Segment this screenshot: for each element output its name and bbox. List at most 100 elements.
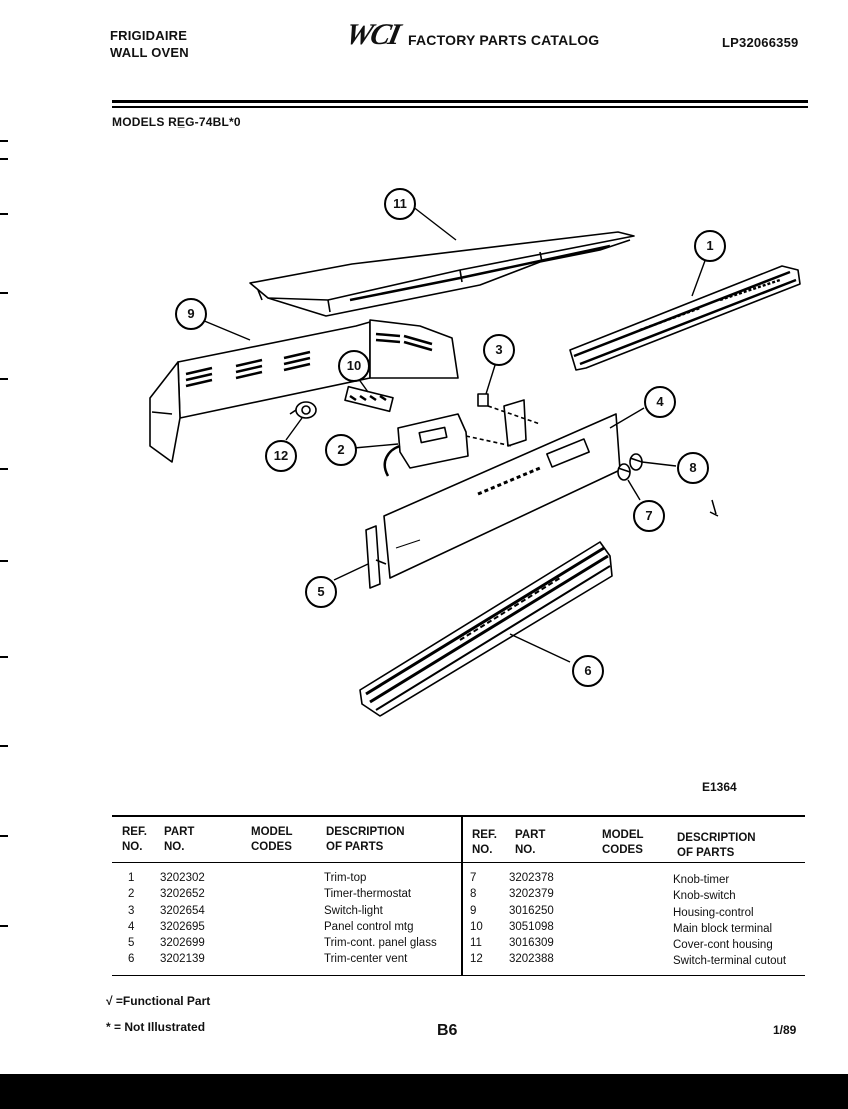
scan-mark [0, 468, 8, 470]
catalog-title: FACTORY PARTS CATALOG [408, 32, 600, 48]
table-cell: 9 [470, 904, 477, 917]
scan-mark [0, 140, 8, 142]
callout-12: 12 [265, 440, 297, 472]
scan-mark [0, 378, 8, 380]
callout-10: 10 [338, 350, 370, 382]
scan-mark [0, 745, 8, 747]
left-ref-column: 1 2 3 4 5 6 [128, 870, 134, 968]
part-3-switch-light [465, 393, 541, 447]
scan-mark [0, 560, 8, 562]
table-cell: 3202139 [160, 953, 205, 966]
table-cell: 3051098 [509, 920, 554, 933]
table-cell: 6 [128, 953, 135, 966]
table-cell: Knob-switch [673, 890, 736, 903]
part-12-switch-terminal-cutout [289, 401, 317, 419]
table-bottom-rule [112, 975, 805, 976]
table-cell: 7 [470, 872, 477, 884]
table-divider [461, 815, 463, 975]
brand-name: FRIGIDAIRE [110, 28, 188, 43]
callout-4: 4 [644, 386, 676, 418]
callout-7: 7 [633, 500, 665, 532]
scan-mark [0, 158, 8, 160]
table-cell: 3016309 [509, 937, 554, 950]
table-cell: Switch-terminal cutout [673, 955, 787, 968]
callout-6: 6 [572, 655, 604, 687]
table-header-rule [112, 862, 805, 863]
table-cell: 2 [128, 888, 135, 901]
table-cell: 3202388 [509, 953, 554, 966]
callout-5: 5 [305, 576, 337, 608]
models-label: MODELS RE̲G-74BL*0 [112, 115, 241, 129]
right-ref-column: 7 8 9 10 11 12 [470, 870, 483, 968]
table-cell: Panel control mtg [324, 920, 414, 933]
callout-1: 1 [694, 230, 726, 262]
callout-8: 8 [677, 452, 709, 484]
scan-border [0, 1074, 848, 1109]
catalog-number: LP32066359 [722, 35, 799, 50]
part-8-knob-switch [629, 453, 643, 471]
scan-mark [0, 925, 8, 927]
right-desc-column: Knob-timer Knob-switch Housing-control M… [673, 872, 786, 970]
table-cell: Main block terminal [673, 922, 773, 935]
callout-11: 11 [384, 188, 416, 220]
table-cell: Cover-cont housing [673, 939, 773, 952]
part-9-housing-control [149, 319, 459, 463]
table-cell: Trim-center vent [324, 953, 408, 966]
table-cell: 3 [128, 904, 135, 917]
exploded-parts-diagram [149, 205, 801, 717]
table-cell: 5 [128, 937, 135, 950]
table-cell: 12 [470, 953, 483, 966]
product-name: WALL OVEN [110, 45, 189, 60]
scan-mark [0, 835, 8, 837]
table-cell: Housing-control [673, 906, 754, 919]
header-ref-no: REF.NO. [472, 829, 497, 856]
table-cell: 3202654 [160, 904, 205, 917]
part-7-knob-timer [617, 463, 631, 481]
table-cell: 3202378 [509, 872, 554, 884]
scan-mark [0, 656, 8, 658]
table-cell: 3202379 [509, 888, 554, 901]
header-rule [112, 106, 808, 108]
table-cell: 8 [470, 888, 477, 901]
part-2-timer-thermostat [383, 413, 469, 477]
part-10-main-block-terminal [344, 385, 394, 413]
table-cell: 3202695 [160, 920, 205, 933]
part-1-trim-top [569, 265, 801, 371]
table-cell: 1 [128, 872, 135, 884]
table-cell: 10 [470, 920, 483, 933]
table-cell: Knob-timer [673, 874, 730, 886]
table-cell: 11 [470, 937, 482, 950]
leader-lines [201, 205, 707, 663]
table-cell: 3016250 [509, 904, 554, 917]
part-11-cover-cont-housing [249, 231, 635, 317]
figure-id: E1364 [702, 780, 737, 794]
callout-2: 2 [325, 434, 357, 466]
table-cell: Timer-thermostat [324, 888, 412, 901]
part-5-trim-cont-panel-glass [365, 525, 387, 589]
header-ref-no: REF.NO. [122, 826, 147, 853]
part-6-trim-center-vent [359, 541, 613, 717]
header-rule [112, 100, 808, 103]
scan-mark [0, 292, 8, 294]
left-part-column: 3202302 3202652 3202654 3202695 3202699 … [160, 870, 205, 968]
pointer-mark [709, 499, 719, 517]
functional-part-note: √ =Functional Part [106, 994, 211, 1008]
table-cell: 4 [128, 920, 135, 933]
scan-mark [0, 213, 8, 215]
table-cell: 3202302 [160, 872, 205, 884]
table-cell: 3202699 [160, 937, 205, 950]
right-part-column: 3202378 3202379 3016250 3051098 3016309 … [509, 870, 554, 968]
left-desc-column: Trim-top Timer-thermostat Switch-light P… [324, 870, 437, 968]
page-number: B6 [437, 1022, 458, 1039]
table-cell: Switch-light [324, 904, 383, 917]
table-cell: Trim-top [324, 872, 367, 884]
table-cell: 3202652 [160, 888, 205, 901]
table-top-rule [112, 815, 805, 817]
callout-9: 9 [175, 298, 207, 330]
